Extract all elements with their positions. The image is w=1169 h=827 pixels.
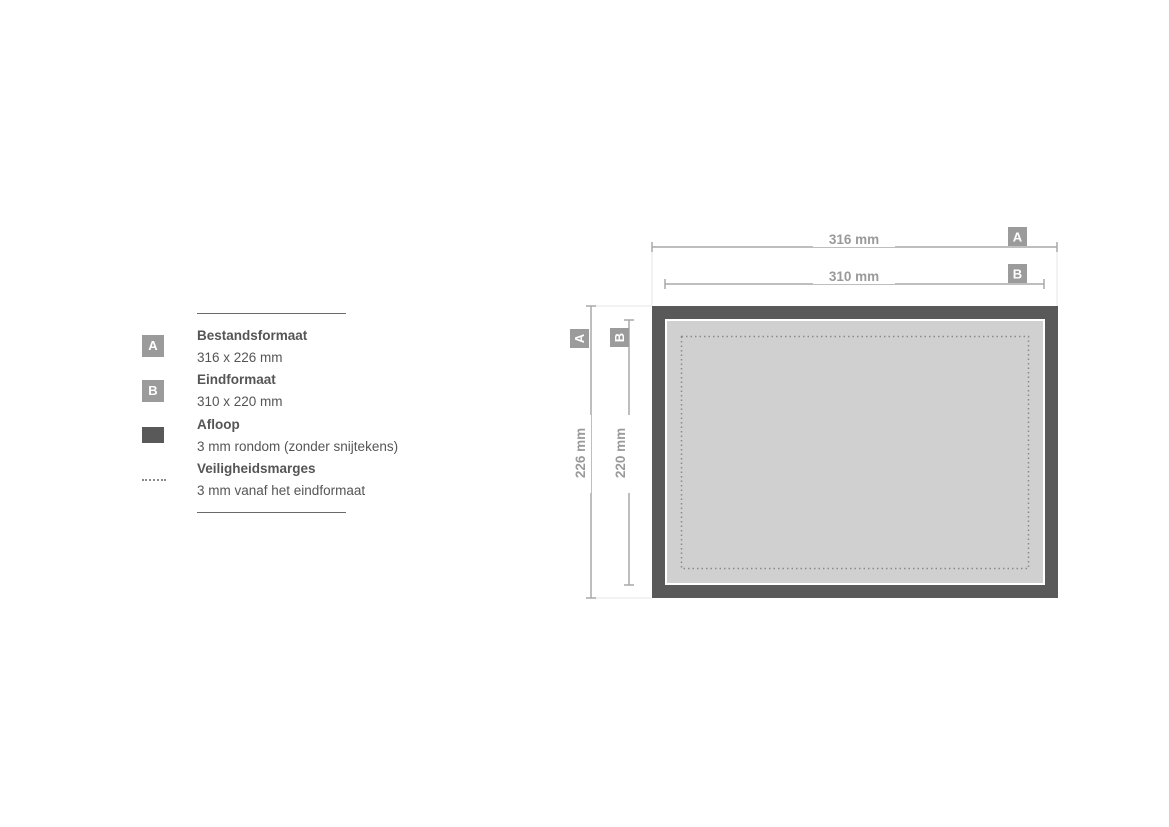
width-a-label: 316 mm	[829, 232, 879, 247]
badge-a-icon	[570, 329, 589, 348]
width-b-label: 310 mm	[829, 269, 879, 284]
dimension-width-b: 310 mm B	[664, 264, 1045, 289]
legend-top-rule	[197, 313, 346, 314]
legend-item-bleed: Afloop 3 mm rondom (zonder snijtekens)	[142, 417, 442, 459]
legend-item-file-format: A Bestandsformaat 316 x 226 mm	[142, 328, 442, 370]
legend-title: Bestandsformaat	[197, 328, 308, 343]
height-a-label: 226 mm	[573, 428, 588, 478]
badge-a-icon: A	[142, 335, 164, 357]
dotted-line-icon	[142, 479, 166, 481]
badge-a-icon	[1008, 227, 1027, 246]
badge-b-icon	[610, 328, 629, 347]
label-backdrop	[813, 268, 895, 284]
height-b-label: 220 mm	[613, 428, 628, 478]
legend-description: 3 mm rondom (zonder snijtekens)	[197, 439, 399, 454]
legend-bottom-rule	[197, 512, 346, 513]
guide-lines	[588, 252, 1058, 599]
bleed-square-icon	[142, 427, 164, 443]
badge-b-icon: B	[142, 380, 164, 402]
legend-description: 3 mm vanaf het eindformaat	[197, 483, 366, 498]
legend-description: 316 x 226 mm	[197, 350, 283, 365]
badge-a-text: A	[1013, 230, 1023, 245]
legend-title: Eindformaat	[197, 372, 276, 387]
legend-title: Veiligheidsmarges	[197, 461, 316, 476]
legend-description: 310 x 220 mm	[197, 394, 283, 409]
badge-b-text: B	[612, 333, 627, 342]
dimension-width-a: 316 mm A	[651, 227, 1058, 252]
legend-item-safety-margin: Veiligheidsmarges 3 mm vanaf het eindfor…	[142, 461, 442, 503]
dimension-height-a: 226 mm A	[570, 305, 596, 599]
legend-item-final-format: B Eindformaat 310 x 220 mm	[142, 372, 442, 414]
dimension-height-b: 220 mm B	[610, 319, 634, 586]
print-area	[667, 321, 1043, 583]
safety-margin	[680, 335, 1030, 570]
label-backdrop	[612, 415, 630, 493]
badge-b-text: B	[1013, 267, 1022, 282]
label-backdrop	[571, 415, 591, 493]
label-backdrop	[813, 231, 895, 247]
badge-b-icon	[1008, 264, 1027, 283]
legend-title: Afloop	[197, 417, 240, 432]
badge-a-text: A	[572, 333, 587, 343]
